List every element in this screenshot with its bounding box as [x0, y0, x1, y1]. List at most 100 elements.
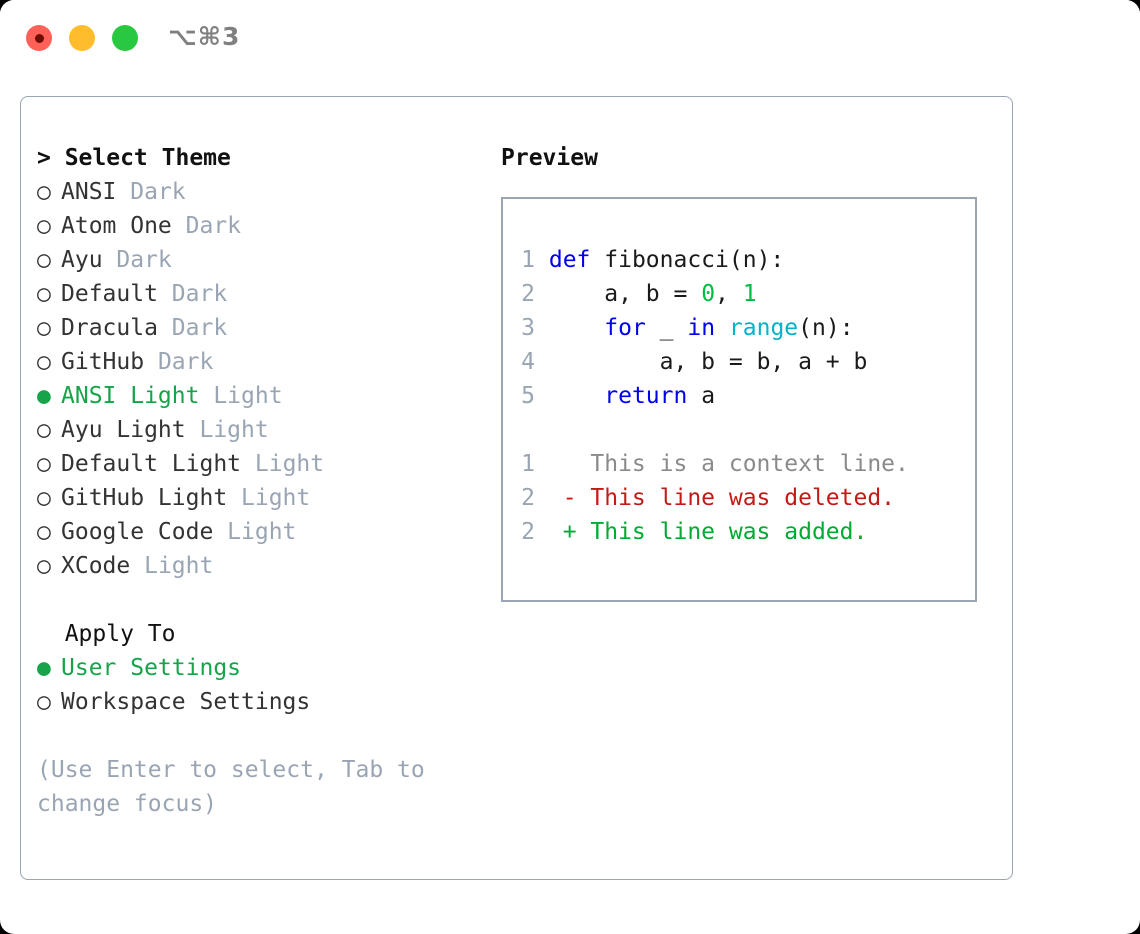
code-token: [549, 383, 604, 409]
code-token: def: [548, 247, 591, 273]
line-number: 3: [521, 315, 535, 341]
theme-option-atom-one[interactable]: ○ Atom One Dark: [37, 209, 487, 243]
code-token: a: [687, 383, 716, 409]
code-line: 2 a, b = 0, 1: [503, 277, 975, 311]
theme-option-dracula[interactable]: ○Dracula Dark: [37, 311, 487, 345]
diff-marker: +: [535, 519, 591, 545]
theme-option-label: Default: [61, 281, 172, 307]
code-token: 1: [742, 281, 757, 307]
gutter-gap: [535, 247, 549, 273]
gutter-gap: [535, 315, 549, 341]
theme-option-default-light[interactable]: ○ Default Light Light: [37, 447, 487, 481]
line-number: 4: [521, 349, 535, 375]
radio-selected-icon: ●: [37, 655, 51, 681]
code-token: range: [728, 315, 799, 341]
diff-line-context: 1 This is a context line.: [503, 447, 975, 481]
theme-variant-badge: Light: [227, 519, 297, 545]
maximize-button[interactable]: [112, 25, 138, 51]
radio-unselected-icon: ○: [37, 553, 51, 579]
code-token: a, b =: [548, 281, 702, 307]
theme-option-google-code[interactable]: ○ Google Code Light: [37, 515, 487, 549]
diff-line-added: 2 + This line was added.: [503, 515, 975, 549]
diff-line-text: This line was added.: [590, 519, 868, 545]
theme-variant-badge: Light: [254, 451, 325, 477]
diff-marker: -: [535, 485, 591, 511]
theme-option-default[interactable]: ○Default Dark: [37, 277, 487, 311]
gutter-gap: [535, 281, 549, 307]
theme-option-label: Ayu Light: [61, 417, 200, 443]
theme-option-label: Google Code: [61, 519, 228, 545]
code-token: _: [645, 315, 688, 341]
apply-to-option-user-settings[interactable]: ●User Settings: [37, 651, 487, 685]
help-text: (Use Enter to select, Tab to change focu…: [37, 757, 425, 817]
gutter-gap: [535, 383, 549, 409]
code-token: a, b = b, a + b: [548, 349, 868, 375]
radio-unselected-icon: ○: [37, 485, 51, 511]
theme-option-label: GitHub Light: [61, 485, 242, 511]
theme-option-ayu[interactable]: ○ Ayu Dark: [37, 243, 487, 277]
minimize-button[interactable]: [69, 25, 95, 51]
radio-unselected-icon: ○: [37, 213, 51, 239]
theme-variant-badge: Dark: [130, 179, 186, 205]
code-line: 4 a, b = b, a + b: [503, 345, 975, 379]
theme-selector-panel: > Select Theme ○ANSI Dark○Atom One Dark○…: [20, 96, 1013, 880]
line-number: 5: [521, 383, 535, 409]
radio-unselected-icon: ○: [37, 689, 51, 715]
preview-header: Preview: [501, 145, 598, 171]
code-token: fibonacci(n):: [590, 247, 785, 273]
keyboard-shortcut-label: ⌥⌘3: [168, 22, 241, 51]
theme-option-xcode[interactable]: ○XCode Light: [37, 549, 487, 583]
theme-option-label: ANSI Light: [61, 383, 214, 409]
code-token: (n):: [798, 315, 854, 341]
diff-line-text: This is a context line.: [590, 451, 909, 477]
diff-marker: [535, 451, 590, 477]
theme-option-ansi[interactable]: ○ANSI Dark: [37, 175, 487, 209]
radio-unselected-icon: ○: [37, 179, 51, 205]
close-button[interactable]: [26, 25, 52, 51]
theme-option-github-light[interactable]: ○GitHub Light Light: [37, 481, 487, 515]
code-line: 1 def fibonacci(n):: [503, 243, 975, 277]
code-token: 0: [701, 281, 716, 307]
apply-to-option-list[interactable]: ●User Settings ○ Workspace Settings: [37, 651, 487, 719]
theme-option-label: Default Light: [61, 451, 255, 477]
line-number: 2: [521, 281, 535, 307]
theme-option-label: Atom One: [61, 213, 186, 239]
diff-line-text: This line was deleted.: [590, 485, 896, 511]
theme-option-label: Dracula: [61, 315, 172, 341]
diff-line-number: 2: [521, 519, 535, 545]
radio-unselected-icon: ○: [37, 247, 51, 273]
radio-unselected-icon: ○: [37, 519, 51, 545]
theme-option-ayu-light[interactable]: ○Ayu Light Light: [37, 413, 487, 447]
preview-column: Preview 1 def fibonacci(n):2 a, b = 0, 1…: [501, 141, 1001, 602]
theme-option-label: Ayu: [61, 247, 117, 273]
theme-variant-badge: Dark: [116, 247, 172, 273]
radio-unselected-icon: ○: [37, 417, 51, 443]
theme-option-ansi-light[interactable]: ●ANSI Light Light: [37, 379, 487, 413]
code-line: 3 for _ in range(n):: [503, 311, 975, 345]
theme-variant-badge: Light: [213, 383, 283, 409]
radio-unselected-icon: ○: [37, 315, 51, 341]
theme-option-label: XCode: [61, 553, 145, 579]
code-token: in: [687, 315, 716, 341]
theme-variant-badge: Dark: [185, 213, 242, 239]
code-token: [715, 315, 729, 341]
code-line: 5 return a: [503, 379, 975, 413]
apply-to-header: Apply To: [37, 621, 176, 647]
theme-option-list[interactable]: ○ANSI Dark○Atom One Dark○Ayu Dark○Defaul…: [37, 175, 487, 583]
diff-line-number: 1: [521, 451, 535, 477]
radio-unselected-icon: ○: [37, 451, 51, 477]
window-controls: [26, 25, 138, 51]
apply-to-option-label: Workspace Settings: [61, 689, 311, 715]
radio-unselected-icon: ○: [37, 281, 51, 307]
apply-to-option-workspace-settings[interactable]: ○ Workspace Settings: [37, 685, 487, 719]
code-token: [549, 315, 604, 341]
diff-line-deleted: 2 - This line was deleted.: [503, 481, 975, 515]
title-bar: ⌥⌘3: [0, 0, 1140, 78]
diff-line-number: 2: [521, 485, 535, 511]
list-spacer: [37, 583, 487, 617]
radio-unselected-icon: ○: [37, 349, 51, 375]
code-token: for: [604, 315, 646, 341]
theme-option-github[interactable]: ○GitHub Dark: [37, 345, 487, 379]
